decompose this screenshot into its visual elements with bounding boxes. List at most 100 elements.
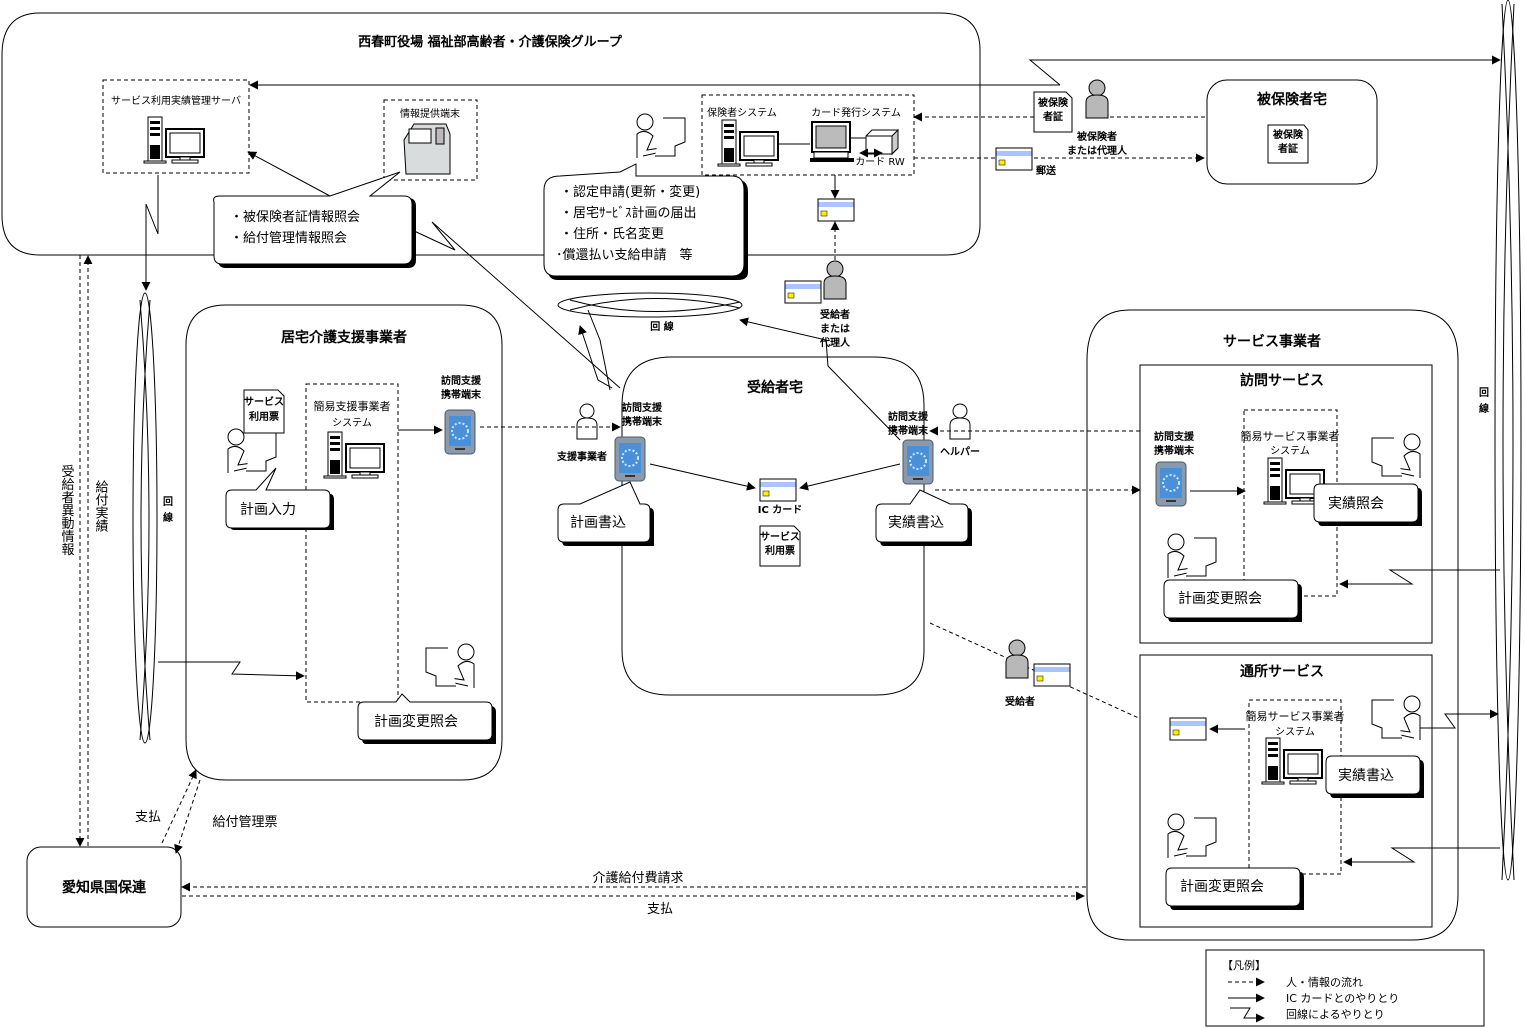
plan-input-text: 計画入力 (240, 502, 296, 518)
home-card-label-2: 者証 (1277, 142, 1298, 155)
visit-handheld-icon (1155, 461, 1187, 507)
network-ellipse-center: 回 線 (557, 292, 743, 333)
day-service-ic-card-icon (1169, 717, 1207, 741)
info-terminal: 情報提供端末 (383, 99, 478, 181)
flow-line-to-day-system (1343, 847, 1500, 867)
recipient-label: 受給者 (1005, 695, 1035, 708)
town-office-title: 西春町役場 福祉部高齢者・介護保険グループ (358, 34, 623, 50)
helper-label: ヘルパー (940, 446, 980, 458)
recipient-change-info-text: 受給者異動情報 (59, 465, 75, 556)
legend-item-1: 人・情報の流れ (1286, 975, 1363, 989)
flow-line-to-support-system (158, 661, 305, 681)
plan-write-text: 計画書込 (570, 515, 626, 531)
handheld-left-label-2: 携帯端末 (441, 388, 482, 401)
server-pc-icon (143, 116, 205, 164)
result-inquiry-callout: 実績照会 (1313, 483, 1422, 526)
insured-home-title: 被保険者宅 (1257, 91, 1327, 108)
legend-title: 【凡例】 (1222, 958, 1266, 972)
handheld-left-label-1: 訪問支援 (441, 374, 482, 387)
service-provider-region: サービス事業者 (1086, 309, 1459, 941)
care-manager-worker-icon (227, 428, 277, 474)
network-label-center: 回 線 (650, 320, 673, 333)
handheld-mid-left-label-2: 携帯端末 (622, 415, 663, 428)
insurer-server-icon (717, 119, 779, 167)
inquiry-to-server (247, 151, 331, 197)
handheld-right-label-1: 訪問支援 (1154, 430, 1195, 443)
inquiry-line-2: ・給付管理情報照会 (230, 231, 347, 246)
simple-support-label-2: システム (332, 417, 372, 429)
care-manager-person-icon (576, 403, 598, 440)
usage-server-box (102, 79, 250, 174)
benefit-results-text: 給付実績 (93, 480, 109, 532)
plan-input-callout: 計画入力 (225, 467, 334, 530)
plan-change-text-left: 計画変更照会 (374, 713, 458, 730)
network-ellipse-right: 回 線 (1479, 0, 1522, 881)
handheld-mid-right-label-1: 訪問支援 (888, 410, 929, 423)
recipient-home-region: 受給者宅 (621, 356, 925, 696)
insurer-system-box (701, 94, 915, 176)
plan-change-text-day: 計画変更照会 (1180, 878, 1264, 895)
handheld-device-icon (444, 409, 476, 455)
handheld-right-label-2: 携帯端末 (1154, 444, 1195, 457)
town-office-border (1, 12, 981, 256)
card-rw-icon (865, 128, 899, 156)
visit-system-label-2: システム (1270, 445, 1310, 457)
flow-handheld-to-network (578, 325, 613, 389)
plan-change-text-visit: 計画変更照会 (1178, 590, 1262, 607)
info-terminal-label: 情報提供端末 (400, 107, 460, 120)
insured-person-icon (1085, 79, 1109, 119)
flow-plan-to-card (649, 463, 756, 491)
handheld-mid-left-label-1: 訪問支援 (622, 401, 663, 414)
simple-support-system-box (305, 383, 399, 703)
flow-day-to-line (1420, 709, 1499, 729)
center-slip-label-2: 利用票 (765, 544, 795, 557)
recipient-ic-card-icon (759, 478, 797, 502)
day-system-label-1: 簡易サービス事業者 (1246, 709, 1345, 723)
recipient-proxy-label-3: 代理人 (819, 336, 851, 349)
doc-label-2: 者証 (1042, 110, 1063, 123)
care-support-region: 居宅介護支援事業者 (185, 304, 503, 781)
recipient-proxy-icon (823, 260, 847, 300)
flow-line-to-visit-system (1339, 569, 1500, 589)
kiosk-terminal-icon (403, 123, 451, 175)
clerk-worker-icon (636, 113, 686, 159)
mailed-ic-card-icon (995, 147, 1033, 171)
zigzag-line-to-recipient (411, 221, 621, 389)
network-label-left-1: 回 (163, 496, 173, 508)
card-rw-label: カード RW (855, 156, 905, 168)
payment-label-2: 支払 (647, 902, 673, 917)
flow-result-to-network (739, 317, 901, 441)
applications-line-4: ･償還払い支給申請 等 (556, 247, 693, 263)
home-card-label-1: 被保険 (1273, 128, 1304, 141)
applications-line-1: ・認定申請(更新・変更) (560, 184, 700, 200)
service-provider-title: サービス事業者 (1223, 333, 1321, 350)
support-server-icon (323, 431, 385, 479)
recipient-home-title: 受給者宅 (747, 379, 803, 396)
slip-label-2: 利用票 (249, 410, 279, 423)
recipient-proxy-label-2: または (820, 323, 850, 335)
plan-change-callout-visit: 計画変更照会 (1163, 579, 1302, 622)
flow-to-right-line (1028, 55, 1501, 86)
ic-card-label: IC カード (758, 504, 803, 516)
visit-system-label-1: 簡易サービス事業者 (1241, 429, 1340, 443)
plan-write-callout: 計画書込 (557, 481, 654, 546)
legend-zigzag-arrow-icon (1230, 1007, 1265, 1023)
service-slip-doc-center: サービス 利用票 (759, 525, 801, 567)
inquiry-line-1: ・被保険者証情報照会 (230, 210, 360, 225)
insured-label-1: 被保険者 (1077, 130, 1117, 143)
insured-person: 被保険者 または代理人 (1067, 79, 1128, 157)
applications-line-3: ・住所・氏名変更 (560, 226, 664, 242)
card-issue-pc-icon (810, 121, 854, 162)
info-terminal-box (383, 99, 478, 181)
usage-server-label: サービス利用実績管理サーバ (111, 94, 241, 107)
visit-service-title: 訪問サービス (1240, 372, 1324, 389)
visit-service-box: 訪問サービス 訪問支援 携帯端末 簡易サービス事業者 システム 実績照会 計画変… (1139, 364, 1500, 644)
care-support-title: 居宅介護支援事業者 (281, 329, 407, 346)
card-issue-system-label: カード発行システム (811, 106, 901, 119)
insured-home-region: 被保険者宅 被保険 者証 (1206, 79, 1378, 185)
day-service-box: 通所サービス 簡易サービス事業者 システム 実績書込 計画変更照会 (1139, 654, 1500, 928)
handheld-mid-right-label-2: 携帯端末 (888, 424, 929, 437)
doc-label-1: 被保険 (1038, 96, 1069, 109)
result-inquiry-text: 実績照会 (1328, 496, 1384, 512)
